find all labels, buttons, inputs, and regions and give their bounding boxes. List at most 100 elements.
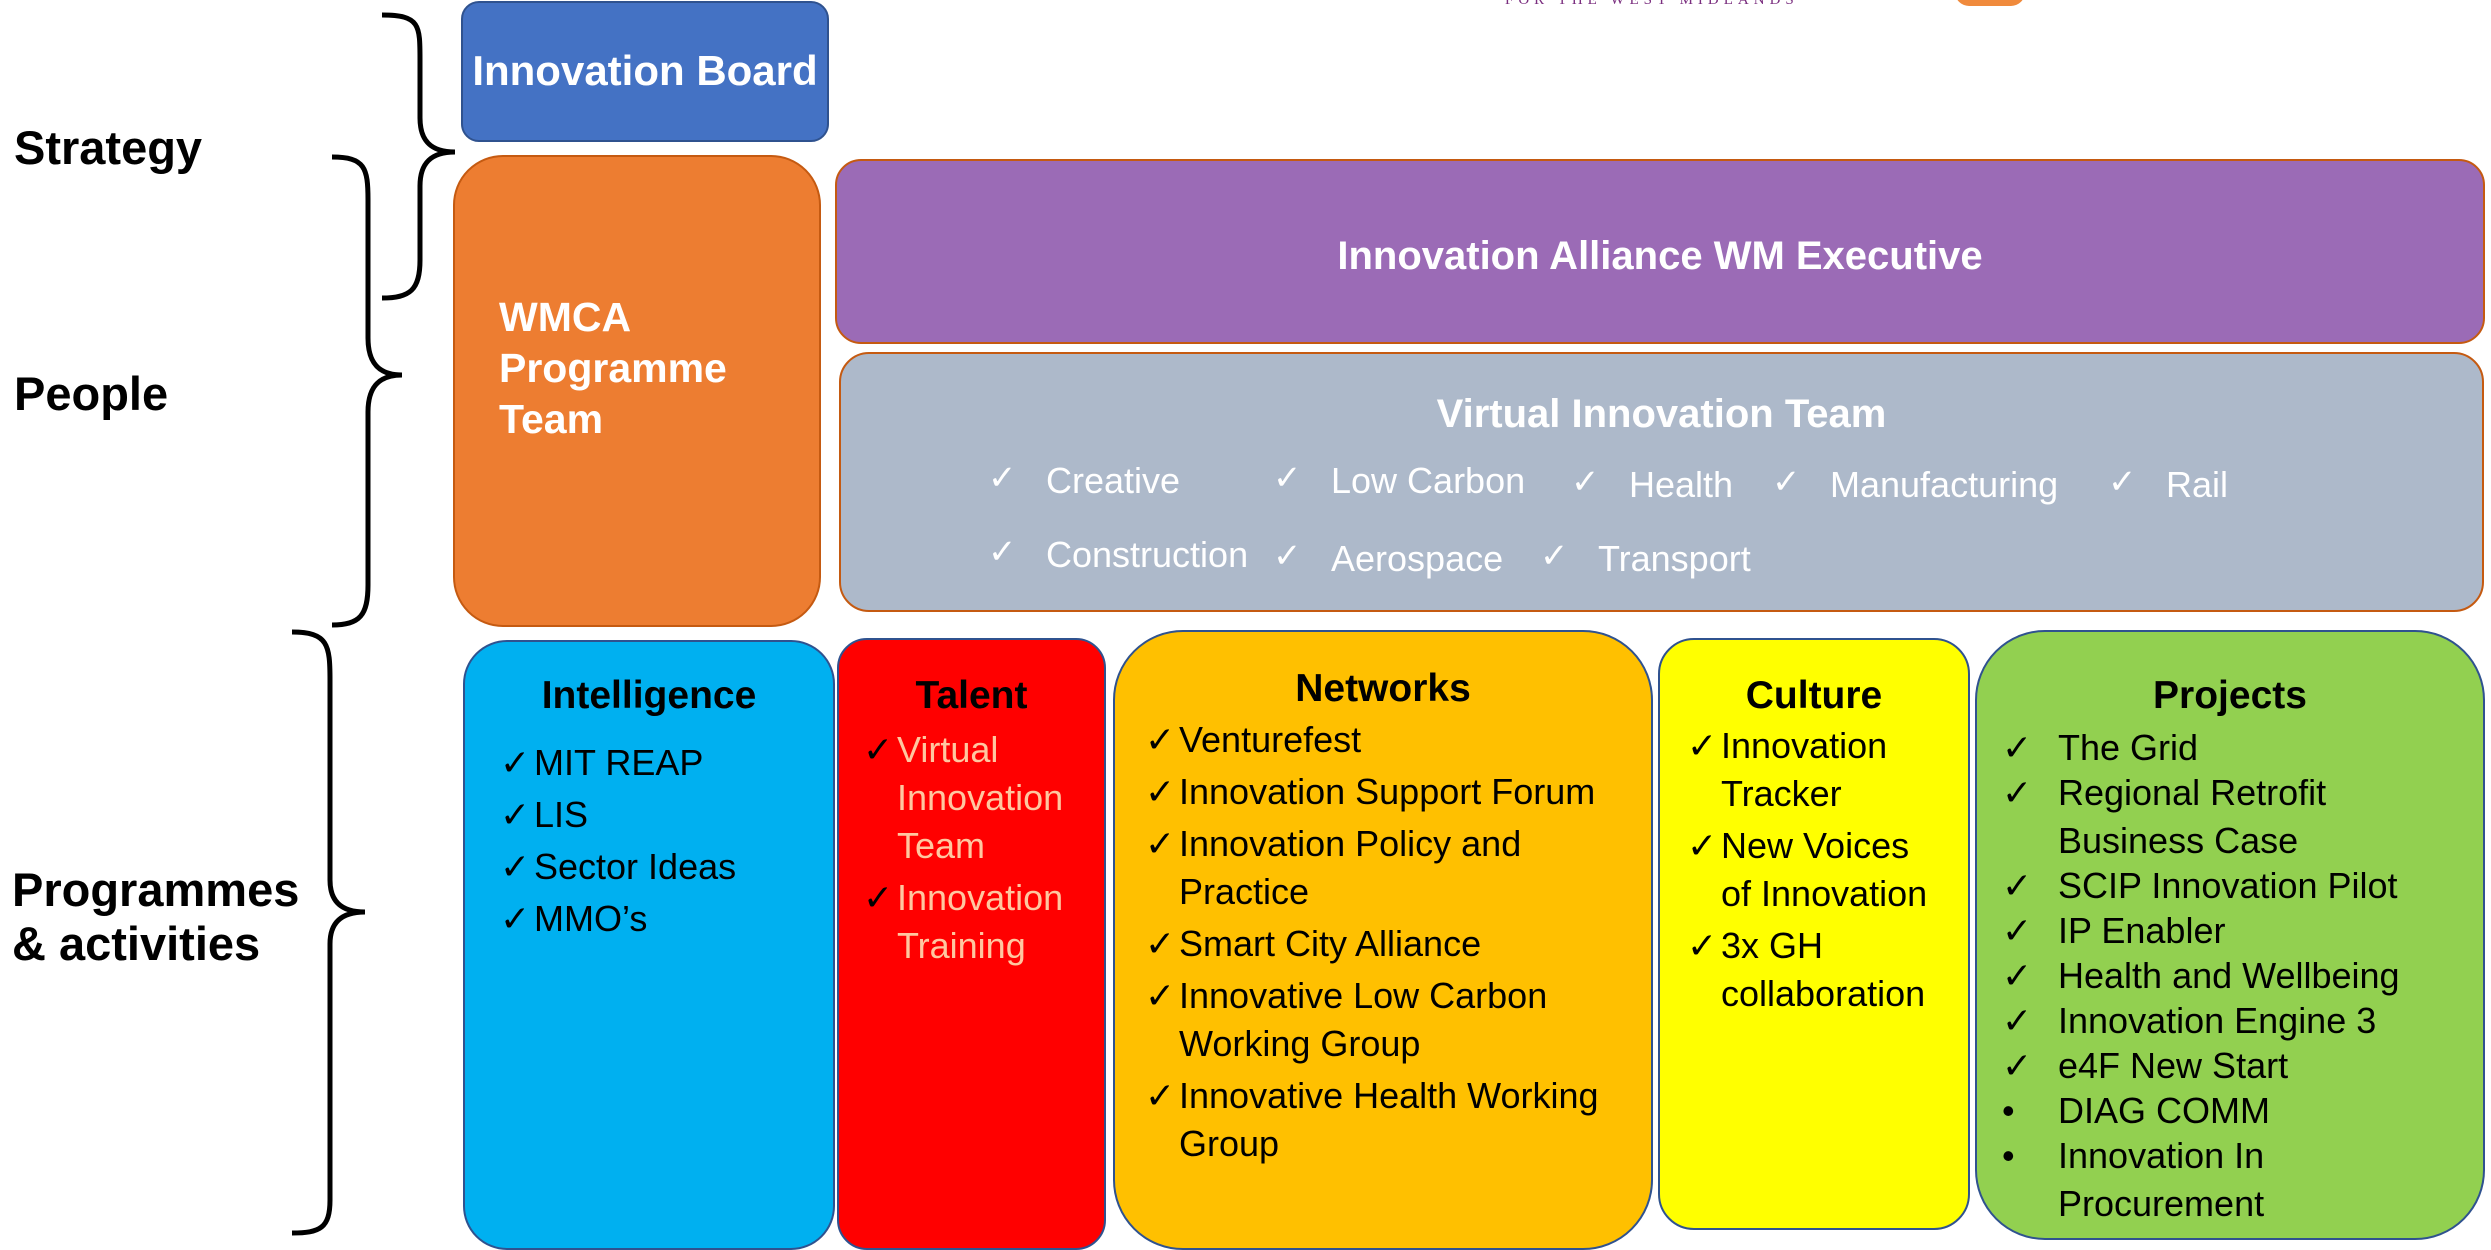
intelligence-item: ✓LIS	[500, 791, 736, 839]
intelligence-item: ✓Sector Ideas	[500, 843, 736, 891]
networks-item-text: Working Group	[1179, 1023, 1421, 1064]
virtual-team-sector: Aerospace	[1331, 538, 1504, 579]
check-icon: ✓	[2002, 772, 2033, 813]
projects-item: ✓ e4F New Start	[2002, 1042, 2400, 1090]
intelligence-item-text: MMO’s	[534, 898, 648, 939]
talent-item-text: Innovation	[897, 777, 1064, 818]
networks-item-text: Practice	[1179, 871, 1310, 912]
culture-item-text: collaboration	[1721, 973, 1926, 1014]
talent-item-text: Training	[897, 925, 1026, 966]
check-icon: ✓	[1687, 825, 1718, 866]
culture-item-text: New Voices	[1721, 825, 1910, 866]
check-icon: ✓	[1145, 1075, 1176, 1116]
check-icon: ✓	[500, 742, 531, 783]
check-icon: ✓	[2108, 463, 2137, 501]
bullet-icon: •	[2002, 1090, 2015, 1131]
virtual-team-sector: Creative	[1046, 460, 1181, 501]
networks-item: ✓Venturefest	[1145, 716, 1599, 764]
virtual-team-sector: Manufacturing	[1830, 464, 2059, 505]
logo-mark	[1955, 0, 2025, 6]
projects-item: ✓ SCIP Innovation Pilot	[2002, 862, 2400, 910]
intelligence-item-text: LIS	[534, 794, 589, 835]
projects-item-text: The Grid	[2058, 727, 2199, 768]
intelligence-box: Intelligence ✓MIT REAP✓LIS✓Sector Ideas✓…	[463, 640, 835, 1250]
projects-item-text: Innovation Engine 3	[2058, 1000, 2377, 1041]
check-icon: ✓	[500, 846, 531, 887]
intelligence-item-text: Sector Ideas	[534, 846, 737, 887]
projects-item-text: Health and Wellbeing	[2058, 955, 2400, 996]
section-people-label: People	[14, 367, 169, 420]
talent-item-text: Virtual	[897, 729, 999, 770]
projects-item: ✓ Innovation Engine 3	[2002, 997, 2400, 1045]
networks-item-text: Innovative Health Working	[1179, 1075, 1599, 1116]
networks-box: Networks ✓Venturefest✓Innovation Support…	[1113, 630, 1653, 1250]
networks-item-text: Innovation Policy and	[1179, 823, 1522, 864]
projects-item-text: SCIP Innovation Pilot	[2058, 865, 2398, 906]
networks-item: ✓Innovation Support Forum	[1145, 768, 1599, 816]
networks-list: ✓Venturefest✓Innovation Support Forum✓In…	[1145, 716, 1599, 1172]
programme-team-title: WMCA Programme Team	[499, 292, 727, 445]
section-programmes-label-line2: & activities	[12, 917, 261, 970]
check-icon: ✓	[1145, 923, 1176, 964]
check-icon: ✓	[1145, 771, 1176, 812]
check-icon: ✓	[988, 533, 1017, 571]
culture-title: Culture	[1745, 674, 1883, 717]
projects-item: ✓The Grid	[2002, 724, 2400, 772]
culture-item-text: Tracker	[1721, 773, 1842, 814]
networks-item-text: Innovation Support Forum	[1179, 771, 1596, 812]
culture-item-text: Innovation	[1721, 725, 1888, 766]
projects-title: Projects	[2153, 674, 2307, 717]
virtual-team-box: Virtual Innovation Team	[839, 352, 2484, 612]
strategy-brace	[381, 12, 456, 301]
networks-item-text: Group	[1179, 1123, 1280, 1164]
people-brace	[331, 154, 403, 628]
projects-item: ✓Health and Wellbeing	[2002, 952, 2400, 1000]
projects-item-text: IP Enabler	[2058, 910, 2226, 951]
innovation-board-box: Innovation Board	[461, 1, 829, 142]
projects-item-text: Regional Retrofit	[2058, 772, 2327, 813]
innovation-board-title: Innovation Board	[472, 47, 818, 94]
check-icon: ✓	[2002, 910, 2033, 951]
check-icon: ✓	[2002, 1000, 2033, 1041]
virtual-team-sector: Transport	[1598, 538, 1751, 579]
culture-item-text: 3x GH	[1721, 925, 1824, 966]
check-icon: ✓	[1571, 463, 1600, 501]
check-icon: ✓	[988, 459, 1017, 497]
check-icon: ✓	[1540, 537, 1569, 575]
talent-item-text: Innovation	[897, 877, 1064, 918]
projects-item-text: DIAG COMM	[2058, 1090, 2270, 1131]
projects-item-text: e4F New Start	[2058, 1045, 2289, 1086]
executive-box: Innovation Alliance WM Executive	[835, 159, 2485, 344]
intelligence-list: ✓MIT REAP✓LIS✓Sector Ideas✓MMO’s	[500, 739, 736, 947]
check-icon: ✓	[1145, 719, 1176, 760]
check-icon: ✓	[863, 877, 894, 918]
intelligence-title: Intelligence	[541, 674, 757, 717]
talent-item-text: Team	[897, 825, 986, 866]
intelligence-item: ✓MMO’s	[500, 895, 736, 943]
check-icon: ✓	[1273, 459, 1302, 497]
talent-title: Talent	[915, 674, 1028, 717]
projects-item-text: Innovation In	[2058, 1135, 2265, 1176]
virtual-team-title: Virtual Innovation Team	[1436, 392, 1887, 436]
intelligence-item-text: MIT REAP	[534, 742, 704, 783]
programme-team-line1: WMCA	[499, 294, 632, 340]
check-icon: ✓	[2002, 1045, 2033, 1086]
networks-item-text: Venturefest	[1179, 719, 1362, 760]
projects-item-text: Procurement	[2058, 1183, 2265, 1224]
check-icon: ✓	[1772, 463, 1801, 501]
check-icon: ✓	[2002, 865, 2033, 906]
intelligence-item: ✓MIT REAP	[500, 739, 736, 787]
